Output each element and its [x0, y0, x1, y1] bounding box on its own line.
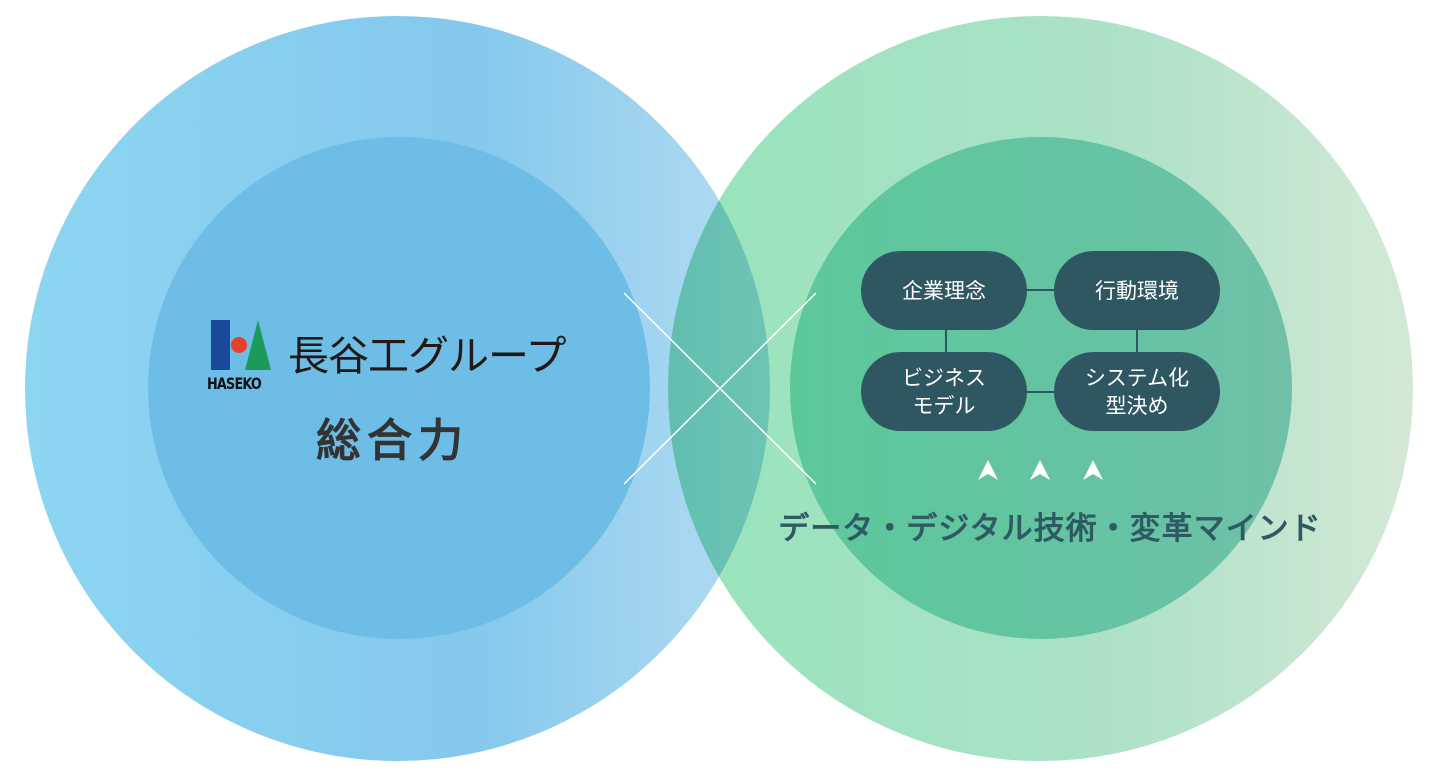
box-business-model: ビジネス モデル	[861, 352, 1027, 431]
up-arrow-icon	[1083, 460, 1103, 480]
box-systemization: システム化 型決め	[1054, 352, 1220, 431]
up-arrow-icon	[1030, 460, 1050, 480]
foundation-label: データ・デジタル技術・変革マインド	[778, 511, 1322, 547]
connector	[1136, 328, 1138, 353]
connector	[1026, 391, 1056, 393]
cross-line-2	[623, 292, 817, 485]
strength-label: 総合力	[316, 414, 470, 467]
box-action-environment: 行動環境	[1054, 251, 1220, 330]
left-inner-circle	[148, 137, 650, 639]
up-arrow-icon	[978, 460, 998, 480]
logo-wordmark: HASEKO	[207, 374, 262, 393]
connector	[1026, 289, 1056, 291]
haseko-logo-icon	[211, 320, 271, 370]
box-corporate-philosophy: 企業理念	[861, 251, 1027, 330]
connector	[945, 328, 947, 353]
group-name: 長谷工グループ	[288, 332, 567, 380]
